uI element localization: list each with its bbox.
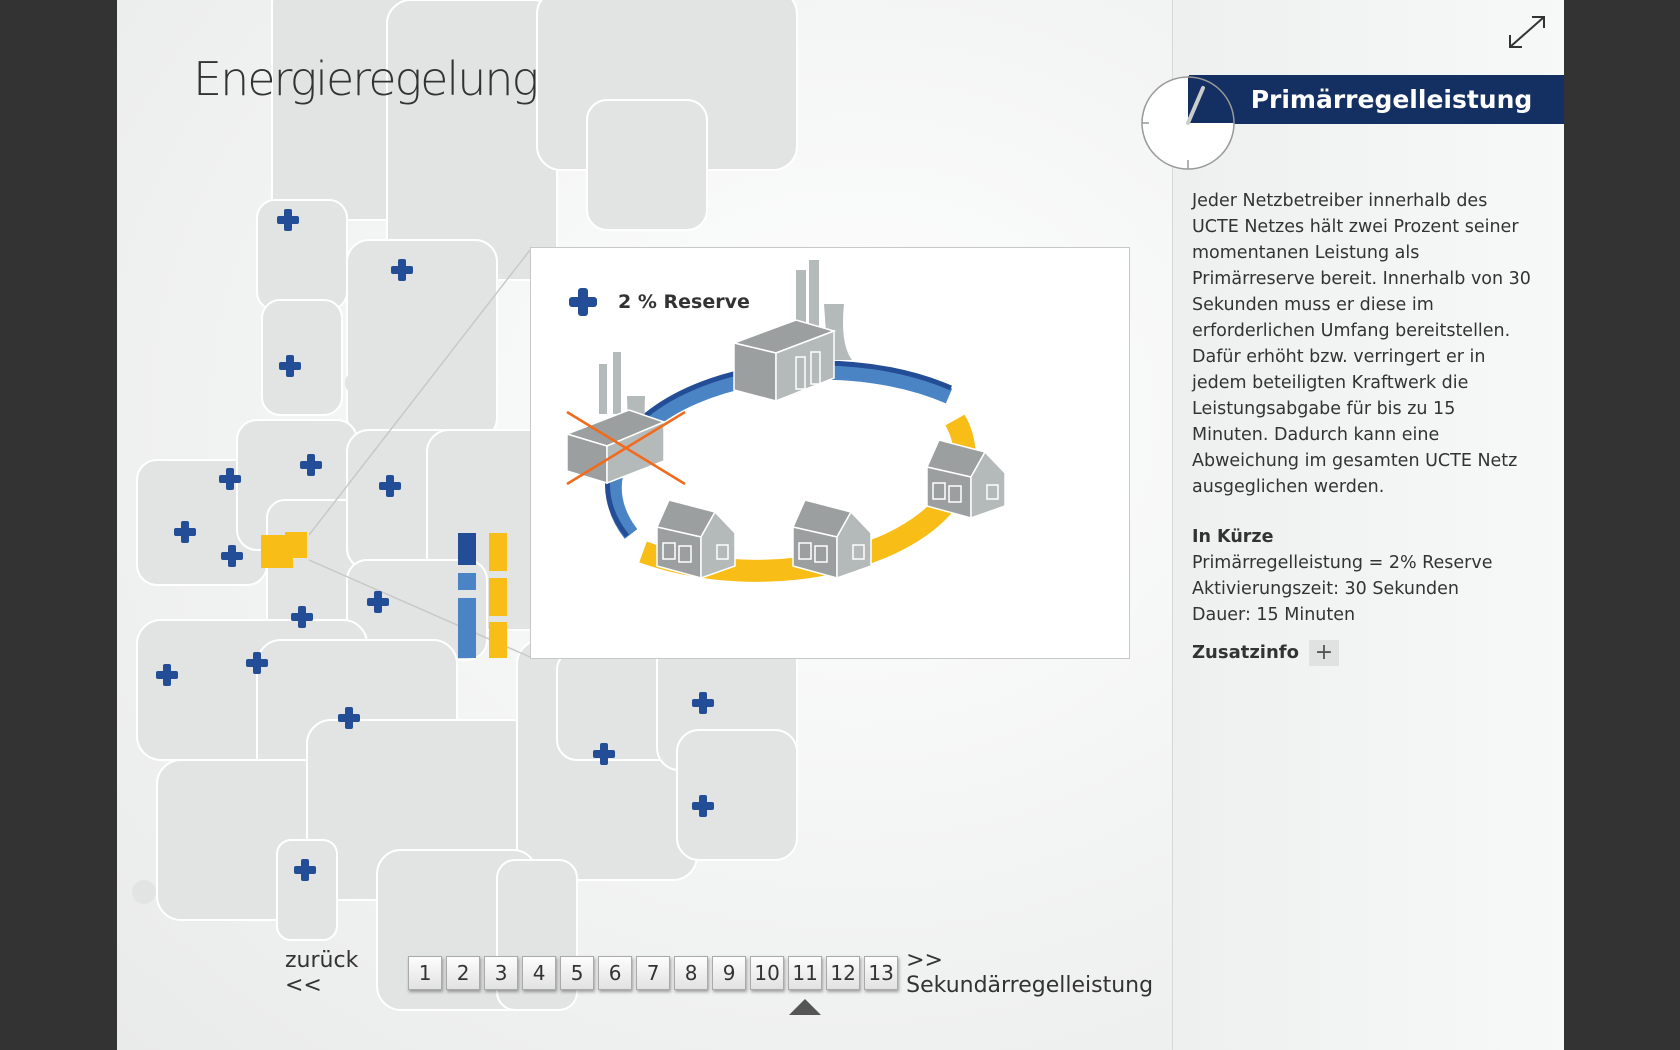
plus-marker-icon[interactable] <box>156 664 178 686</box>
page-button-3[interactable]: 3 <box>484 956 519 990</box>
blue-ring-arc <box>605 363 953 539</box>
summary-line: Dauer: 15 Minuten <box>1192 605 1356 625</box>
info-panel: Primärregelleistung Jeder Netzbetreiber … <box>1172 0 1564 1050</box>
highlighted-region[interactable] <box>261 532 307 568</box>
plus-marker-icon[interactable] <box>221 545 243 567</box>
main-stage: Energieregelung <box>117 0 1172 1050</box>
plus-marker-icon[interactable] <box>692 692 714 714</box>
plus-marker-icon[interactable] <box>379 475 401 497</box>
house-icon <box>791 499 872 580</box>
europe-grid-map <box>132 0 798 1011</box>
page-button-6[interactable]: 6 <box>598 956 633 990</box>
plus-marker-icon[interactable] <box>338 707 360 729</box>
extra-info-row: Zusatzinfo + <box>1192 640 1537 666</box>
houses <box>655 439 1006 580</box>
page-button-11[interactable]: 11 <box>788 956 823 1015</box>
plus-marker-icon[interactable] <box>174 521 196 543</box>
plus-marker-icon[interactable] <box>291 606 313 628</box>
plus-marker-icon[interactable] <box>277 209 299 231</box>
panel-header: Primärregelleistung <box>1189 75 1564 124</box>
page-button-12[interactable]: 12 <box>826 956 861 990</box>
detail-inset: 2 % Reserve <box>530 247 1130 659</box>
page-title: Energieregelung <box>193 52 539 106</box>
plus-marker-icon[interactable] <box>391 259 413 281</box>
page-button-5[interactable]: 5 <box>560 956 595 990</box>
page-button-9[interactable]: 9 <box>712 956 747 990</box>
plus-marker-icon[interactable] <box>367 591 389 613</box>
summary-heading: In Kürze <box>1192 527 1274 547</box>
house-icon <box>925 439 1006 520</box>
plus-marker-icon[interactable] <box>219 468 241 490</box>
plus-marker-icon[interactable] <box>246 652 268 674</box>
page-button-8[interactable]: 8 <box>674 956 709 990</box>
summary-line: Primärregelleistung = 2% Reserve <box>1192 553 1493 573</box>
extra-info-expand-button[interactable]: + <box>1309 640 1339 666</box>
reserve-bars <box>458 533 507 658</box>
page-button-4[interactable]: 4 <box>522 956 557 990</box>
plus-markers <box>156 209 714 881</box>
description-text: Jeder Netzbetreiber innerhalb des UCTE N… <box>1192 191 1531 497</box>
plus-marker-icon[interactable] <box>692 795 714 817</box>
house-icon <box>655 499 736 580</box>
back-link[interactable]: zurück << <box>285 948 359 998</box>
plus-marker-icon[interactable] <box>300 454 322 476</box>
page-button-2[interactable]: 2 <box>446 956 481 990</box>
page-button-13[interactable]: 13 <box>864 956 899 990</box>
plus-marker-icon[interactable] <box>593 743 615 765</box>
next-link[interactable]: >> Sekundärregelleistung <box>906 948 1154 998</box>
power-grid-illustration <box>564 260 1006 582</box>
power-plant-offline <box>564 352 686 486</box>
clock-icon <box>1141 76 1237 170</box>
panel-body: Jeder Netzbetreiber innerhalb des UCTE N… <box>1192 188 1537 666</box>
page-button-7[interactable]: 7 <box>636 956 671 990</box>
summary-line: Aktivierungszeit: 30 Sekunden <box>1192 579 1460 599</box>
plus-marker-icon[interactable] <box>279 355 301 377</box>
page-button-1[interactable]: 1 <box>408 956 443 990</box>
plus-marker-icon[interactable] <box>294 859 316 881</box>
page-button-10[interactable]: 10 <box>750 956 785 990</box>
expand-icon[interactable] <box>1505 12 1549 52</box>
power-plant-large <box>731 260 852 403</box>
plus-icon <box>569 288 597 316</box>
extra-info-label: Zusatzinfo <box>1192 642 1299 663</box>
reserve-legend-label: 2 % Reserve <box>618 291 750 313</box>
